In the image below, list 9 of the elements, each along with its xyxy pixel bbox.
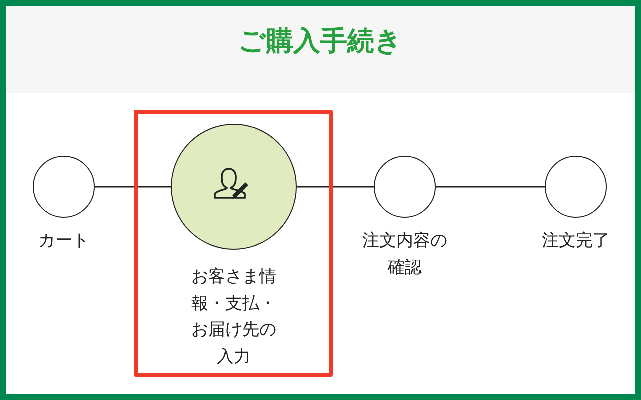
connector-line (95, 186, 171, 188)
step-label: 注文完了 (541, 230, 611, 253)
step-label: お客さま情報・支払・お届け先の入力 (190, 266, 278, 368)
highlight-frame (134, 110, 333, 377)
step-label: 注文内容の確認 (362, 230, 448, 280)
title: ご購入手続き (238, 26, 404, 58)
connector-line (297, 186, 374, 188)
connector-line (436, 186, 545, 188)
step-label: カート (38, 230, 90, 253)
